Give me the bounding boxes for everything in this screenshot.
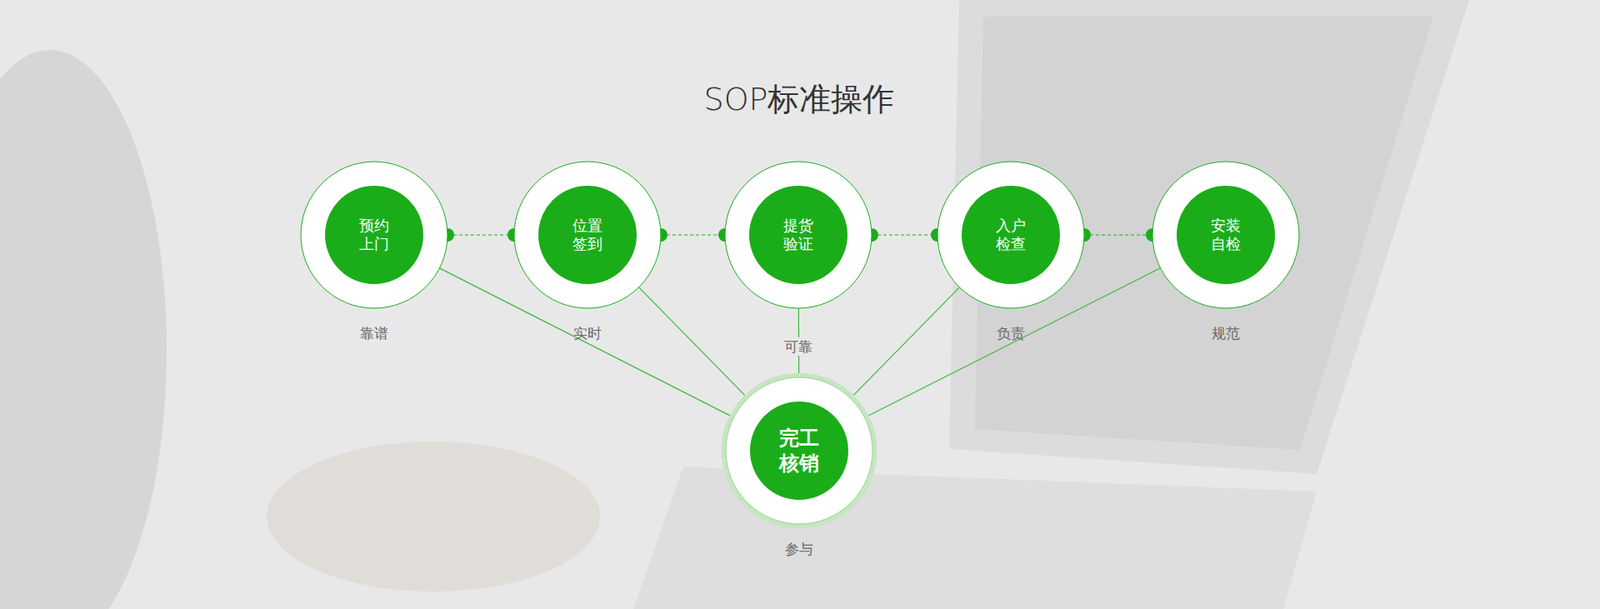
inner-disc	[750, 401, 849, 500]
step-circle: 安装 自检规范	[1147, 156, 1305, 314]
step-label: 预约 上门	[355, 216, 395, 255]
link-line	[639, 287, 749, 399]
outer-ring	[1152, 161, 1300, 309]
circle-shape	[720, 372, 878, 530]
outer-ring	[514, 161, 661, 309]
link-line	[850, 287, 960, 399]
step-caption: 负责	[996, 325, 1025, 342]
step-caption: 参与	[785, 540, 814, 558]
connector-group	[1077, 228, 1160, 242]
step-caption: 可靠	[780, 337, 817, 356]
outer-ring	[300, 161, 448, 309]
outer-ring	[725, 161, 872, 309]
connector-group	[639, 287, 749, 399]
result-circle: 完工 核销参与	[720, 372, 878, 530]
person-shape	[0, 50, 167, 609]
hand-shape	[266, 441, 600, 592]
connector-group	[440, 228, 521, 242]
inner-disc	[325, 185, 424, 285]
diagram-title: SOP标准操作	[704, 80, 895, 120]
step-label: 完工 核销	[773, 425, 825, 476]
glow-ring	[724, 375, 875, 526]
step-circle: 提货 验证可靠	[720, 156, 877, 314]
inner-disc	[961, 185, 1060, 285]
connector-group	[850, 287, 960, 399]
step-label: 安装 自检	[1206, 216, 1246, 255]
inner-disc	[749, 185, 848, 285]
dashed-connector	[871, 235, 938, 236]
step-caption: 靠谱	[360, 325, 389, 342]
inner-disc	[1176, 185, 1275, 285]
inner-disc	[538, 185, 637, 285]
step-label: 提货 验证	[779, 216, 819, 255]
step-caption: 实时	[573, 325, 602, 342]
step-label: 入户 检查	[991, 216, 1031, 255]
outer-ring	[725, 377, 873, 525]
step-caption: 规范	[1211, 325, 1240, 342]
laptop-screen	[949, 0, 1470, 475]
step-circle: 位置 签到实时	[509, 156, 666, 314]
dashed-connector	[1084, 235, 1153, 236]
step-circle: 预约 上门靠谱	[295, 156, 453, 314]
dashed-connector	[660, 235, 725, 236]
step-label: 位置 签到	[568, 216, 608, 255]
connector-group	[865, 228, 945, 242]
outer-ring	[937, 161, 1085, 309]
step-circle: 入户 检查负责	[932, 156, 1090, 314]
connector-group	[654, 228, 732, 242]
dashed-connector	[447, 235, 515, 236]
